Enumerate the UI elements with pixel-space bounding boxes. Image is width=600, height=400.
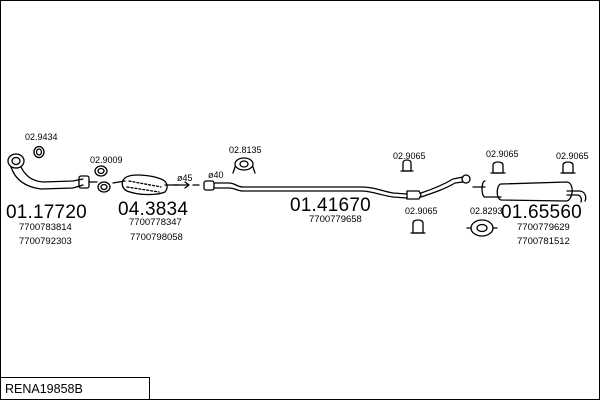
mount-ring-label: 02.8293 <box>470 206 503 216</box>
diameter-arrows <box>172 181 200 189</box>
part-ref-catalytic-converter-1: 7700778347 <box>129 217 182 228</box>
front-pipe-shape <box>7 153 98 190</box>
rear-silencer-shape <box>472 180 587 203</box>
gasket-label: 02.9434 <box>25 132 58 142</box>
part-ref-rear-silencer-2: 7700781512 <box>517 236 570 247</box>
mount-mid-bottom-label: 02.9065 <box>405 206 438 216</box>
middle-pipe-shape <box>203 174 471 200</box>
part-code-catalytic-converter: 04.3834 <box>118 199 189 220</box>
mount-cat-label: 02.8135 <box>229 145 262 155</box>
mount-mid-top-shape <box>400 159 414 172</box>
catalytic-converter-shape <box>112 174 180 196</box>
mount-rear-top-label: 02.9065 <box>486 149 519 159</box>
part-ref-middle-pipe-1: 7700779658 <box>309 214 362 225</box>
reference-box: RENA19858B <box>1 377 150 399</box>
clamp-shape <box>94 165 111 193</box>
mount-cat-shape <box>232 157 256 174</box>
diameter-45-label: ø45 <box>177 173 193 183</box>
mount-mid-top-label: 02.9065 <box>393 151 426 161</box>
part-code-rear-silencer: 01.65560 <box>501 202 582 223</box>
mount-tail-top-label: 02.9065 <box>556 151 589 161</box>
clamp-label: 02.9009 <box>90 155 123 165</box>
part-ref-catalytic-converter-2: 7700798058 <box>130 232 183 243</box>
part-code-middle-pipe: 01.41670 <box>290 195 371 216</box>
part-ref-rear-silencer-1: 7700779629 <box>517 222 570 233</box>
mount-ring-shape <box>466 219 498 237</box>
diameter-40-label: ø40 <box>208 170 224 180</box>
part-ref-front-pipe-2: 7700792303 <box>19 236 72 247</box>
part-code-front-pipe: 01.17720 <box>6 202 87 223</box>
reference-code: RENA19858B <box>5 382 83 396</box>
mount-tail-top-shape <box>560 161 576 174</box>
mount-rear-top-shape <box>490 161 506 174</box>
gasket-shape <box>33 145 45 159</box>
mount-mid-bottom-shape <box>410 219 426 234</box>
part-ref-front-pipe-1: 7700783814 <box>19 222 72 233</box>
